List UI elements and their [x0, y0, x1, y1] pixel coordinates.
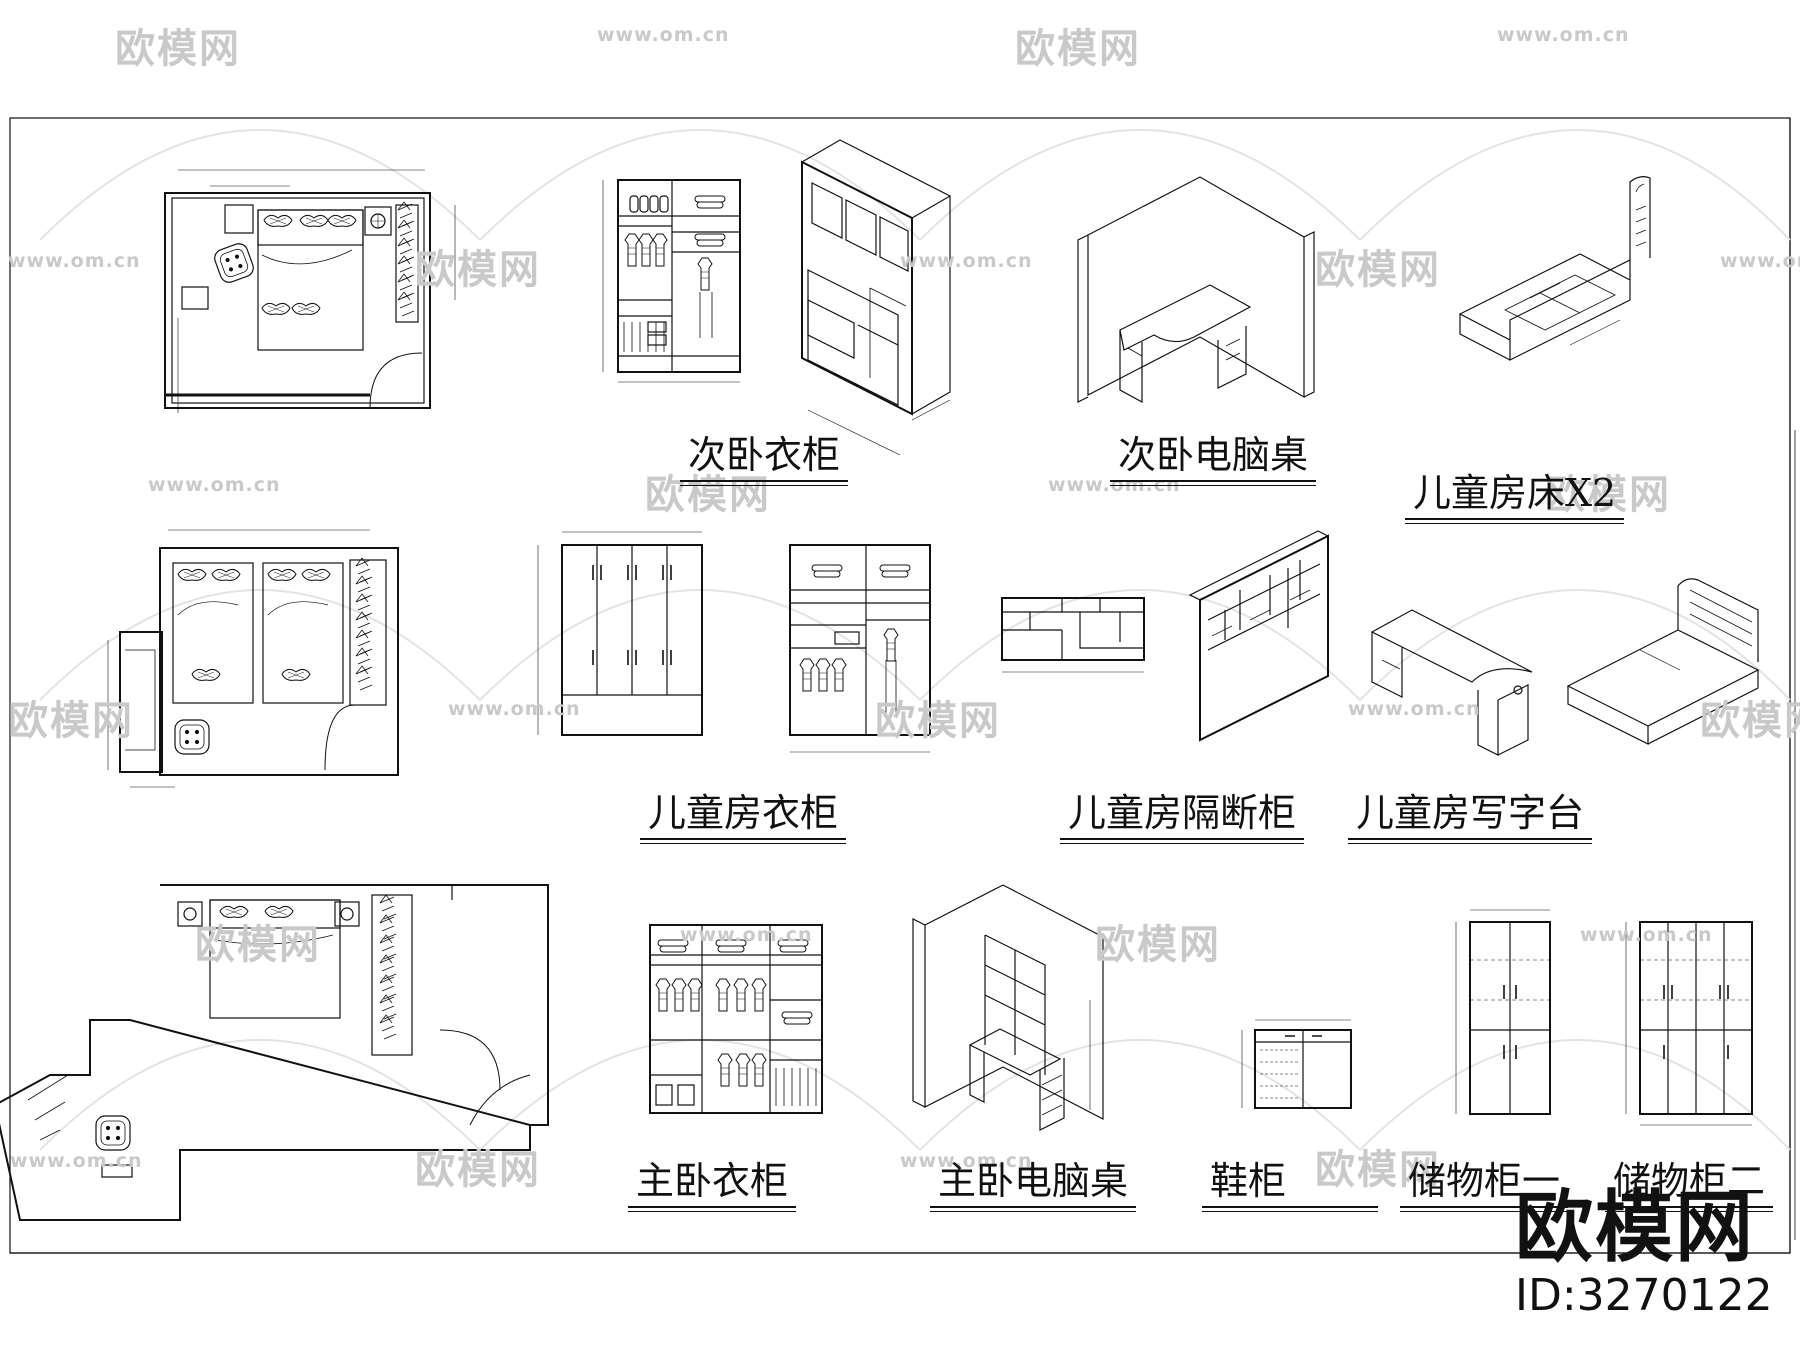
watermark-logo: 欧模网: [875, 698, 1001, 744]
label-kids-partition-cabinet: 儿童房隔断柜: [1060, 790, 1305, 844]
watermark-logo: 欧模网: [1095, 922, 1221, 968]
second-bedroom-wardrobe-axonometric: [801, 139, 951, 456]
kids-bed-axonometric-2: [1566, 578, 1760, 745]
watermark-url: www.om.cn: [10, 1150, 143, 1172]
second-bedroom-floor-plan: [164, 169, 456, 413]
watermark-logo: 欧模网: [1700, 698, 1800, 744]
label-shoe-cabinet: 鞋柜: [1202, 1158, 1378, 1212]
label-kids-writing-desk: 儿童房写字台: [1348, 790, 1593, 844]
kids-partition-cabinet-front: [1001, 597, 1145, 673]
watermark-logo: 欧模网: [415, 247, 541, 293]
brand-name: 欧模网: [1515, 1183, 1756, 1273]
master-bedroom-floor-plan: [0, 884, 549, 1221]
brand-id: ID:3270122: [1515, 1270, 1773, 1321]
label-storage-cabinet-1: 储物柜一: [1400, 1158, 1569, 1212]
label-kids-bed: 儿童房床X2: [1405, 470, 1625, 524]
label-master-wardrobe: 主卧衣柜: [628, 1158, 797, 1212]
watermark-url: www.om.cn: [8, 250, 141, 272]
shoe-cabinet-elevation: [1241, 1019, 1352, 1109]
kids-partition-cabinet-axonometric: [1188, 530, 1329, 742]
kids-room-floor-plan: [107, 529, 399, 788]
kids-wardrobe-interior-elevation: [789, 544, 931, 753]
kids-bed-axonometric: [1459, 176, 1651, 361]
watermark-url: www.om.cn: [900, 1150, 1033, 1172]
label-storage-cabinet-2: 储物柜二: [1605, 1158, 1774, 1212]
storage-cabinet-2-elevation: [1625, 921, 1753, 1126]
storage-cabinet-1-elevation: [1455, 909, 1551, 1115]
watermark-logo: 欧模网: [1315, 247, 1441, 293]
watermark-url: www.om.cn: [1348, 698, 1481, 720]
watermark-url: www.om.cn: [1497, 24, 1630, 46]
watermark-url: www.om.cn: [448, 698, 581, 720]
watermark-url: www.om.cn: [597, 24, 730, 46]
brand-stamp: 欧模网 ID:3270122: [1515, 1185, 1773, 1321]
label-second-bedroom-desk: 次卧电脑桌: [1110, 432, 1317, 486]
watermark-logo: 欧模网: [645, 472, 771, 518]
watermark-logo: 欧模网: [415, 1147, 541, 1193]
watermark-url: www.om.cn: [900, 250, 1033, 272]
label-kids-wardrobe: 儿童房衣柜: [640, 790, 847, 844]
master-wardrobe-interior-elevation: [649, 924, 823, 1114]
watermark-url: www.om.cn: [680, 924, 813, 946]
watermark-url: www.om.cn: [1720, 250, 1800, 272]
master-desk-axonometric: [912, 884, 1104, 1131]
watermark-logo: 欧模网: [8, 698, 134, 744]
watermark-logo: 欧模网: [115, 26, 241, 72]
watermark-logo: 欧模网: [195, 922, 321, 968]
label-master-desk: 主卧电脑桌: [930, 1158, 1137, 1212]
label-second-bedroom-wardrobe: 次卧衣柜: [680, 432, 849, 486]
kids-writing-desk-axonometric: [1370, 609, 1533, 756]
watermark-logo: 欧模网: [1545, 472, 1671, 518]
watermark-logo: 欧模网: [1315, 1147, 1441, 1193]
watermark-logo: 欧模网: [1015, 26, 1141, 72]
watermark-url: www.om.cn: [1580, 924, 1713, 946]
watermark-url: www.om.cn: [148, 474, 281, 496]
second-bedroom-desk-axonometric: [1077, 176, 1315, 404]
second-bedroom-wardrobe-elevation: [602, 179, 741, 383]
kids-wardrobe-front-elevation: [537, 531, 703, 736]
